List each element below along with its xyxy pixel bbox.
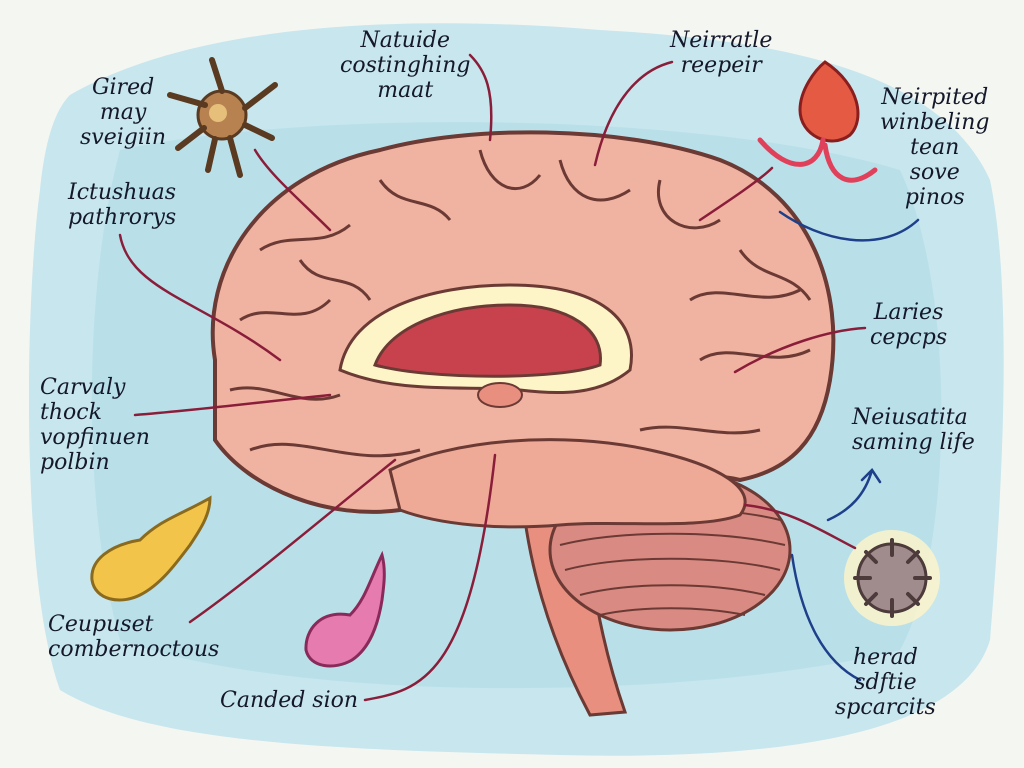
neuron-cell-icon <box>167 57 278 178</box>
blue-arrow-right-lower <box>826 468 882 522</box>
spiky-cell-icon <box>844 530 940 626</box>
blue-arrow-right-upper <box>778 210 920 242</box>
blue-arrow-bottom-right <box>790 553 862 682</box>
leader-lines <box>118 53 867 702</box>
label-right-upper: Neirpited winbeling tean sove pinos <box>880 85 990 210</box>
blue-arrows <box>778 210 920 682</box>
label-bottom-right: herad sdftie spcarcits <box>835 645 936 720</box>
label-top-left: Gired may sveigiin <box>80 75 167 150</box>
label-right-lower: Neiusatita saming life <box>852 405 975 455</box>
label-left-upper: Ictushuas pathrorys <box>68 180 177 230</box>
leader-line-left-mid <box>133 393 332 417</box>
label-left-mid: Carvaly thock vopfinuen polbin <box>40 375 150 475</box>
label-top-center: Natuide costinghing maat <box>340 28 471 103</box>
label-top-right: Neirratle reepeir <box>670 28 773 78</box>
leader-line-bottom-center <box>363 453 497 702</box>
leader-line-right-mid <box>733 326 867 374</box>
leader-line-bottom-right <box>743 503 857 550</box>
pink-gland-icon <box>304 550 386 668</box>
leader-line-top-center <box>468 53 493 142</box>
leader-line-right-upper <box>698 166 774 222</box>
label-right-mid: Laries cepcps <box>870 300 948 350</box>
red-organ-icon <box>757 60 878 183</box>
yellow-gland-icon <box>90 495 212 602</box>
leader-line-left-upper <box>118 233 282 362</box>
corpus-callosum <box>338 283 633 408</box>
leader-line-top-left <box>253 148 332 232</box>
leader-line-top-right <box>593 60 674 167</box>
label-bottom-center: Canded sion <box>220 688 359 713</box>
leader-line-bottom-left <box>188 458 397 624</box>
label-bottom-left: Ceupuset combernoctous <box>48 612 220 662</box>
